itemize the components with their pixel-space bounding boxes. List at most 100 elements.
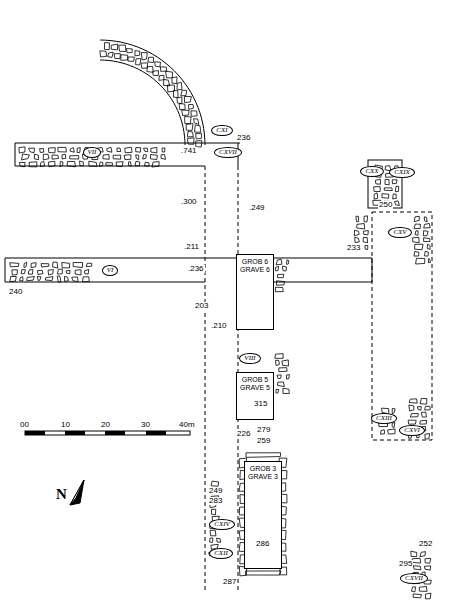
stone [128, 57, 134, 61]
stone [41, 264, 49, 267]
north-arrow [70, 480, 84, 505]
context-oval: VII [83, 147, 102, 158]
stone [100, 51, 107, 57]
stone [196, 134, 202, 139]
context-number: CXVI [404, 427, 420, 434]
stone [428, 258, 430, 262]
context-oval: CXIV [209, 519, 235, 530]
spot-height: 249 [208, 487, 223, 495]
stone [277, 375, 281, 379]
stone [419, 586, 427, 591]
stone [48, 161, 55, 167]
stone [70, 148, 74, 153]
stone [89, 161, 97, 166]
stone [136, 148, 141, 153]
scale-label: 20 [100, 421, 111, 429]
stone [173, 90, 178, 97]
stone [43, 154, 49, 160]
stone [80, 161, 84, 166]
stone [10, 276, 16, 281]
context-number: VII [88, 149, 97, 156]
stone [357, 224, 365, 230]
stone [278, 274, 284, 278]
stone [114, 54, 120, 59]
grave-box: GROB 5GRAVE 5 [236, 372, 274, 420]
trench-edge [15, 143, 16, 166]
stone [282, 360, 289, 366]
stone [410, 414, 418, 417]
stone [392, 180, 397, 184]
stone [425, 558, 431, 563]
stone [57, 276, 61, 282]
stone [106, 163, 113, 166]
stone [420, 420, 427, 424]
stone [381, 430, 385, 435]
stone [424, 217, 427, 222]
apse-edge [100, 60, 185, 145]
stone [37, 277, 41, 281]
stone [394, 201, 399, 206]
spot-height: 233 [346, 244, 361, 252]
context-number: CXII [214, 550, 228, 557]
scale-block [105, 431, 125, 435]
stone [99, 162, 103, 167]
scale-label: 30 [140, 421, 151, 429]
stone [172, 77, 177, 84]
stone [107, 147, 112, 152]
grave-label: GROB 3 [247, 465, 279, 473]
stone [246, 453, 281, 458]
stone [160, 67, 166, 72]
stone [37, 270, 42, 274]
stone [58, 147, 66, 152]
stone [57, 269, 62, 274]
stone [365, 245, 368, 249]
stone [185, 116, 191, 123]
spot-height: .741 [180, 147, 198, 155]
stone [113, 155, 121, 159]
stone [408, 420, 416, 424]
stone [136, 155, 139, 160]
stone [275, 354, 283, 359]
stone [363, 231, 368, 235]
stone [211, 481, 219, 486]
stone [181, 90, 187, 96]
stone [424, 223, 431, 228]
spot-height: 252 [418, 540, 433, 548]
trench-edge [5, 258, 6, 282]
stone [12, 270, 17, 275]
stone [194, 119, 199, 125]
spot-height: .210 [210, 322, 228, 330]
stone [82, 277, 89, 282]
stone [186, 124, 193, 131]
grave-label: GROB 5 [239, 376, 271, 384]
context-oval: CXI [211, 125, 232, 136]
stone [364, 216, 368, 222]
spot-height: 226 [236, 430, 251, 438]
stone [27, 277, 35, 281]
scale-bar [25, 431, 190, 435]
stone [187, 131, 193, 136]
stone [116, 162, 123, 167]
stone [424, 238, 430, 242]
stone [162, 148, 165, 152]
stone [85, 269, 89, 274]
stone [29, 148, 35, 153]
stone [22, 154, 30, 160]
stone [136, 59, 141, 65]
context-number: CXVII [405, 575, 423, 582]
stone [409, 399, 417, 403]
stone [29, 162, 37, 167]
stone [77, 148, 80, 153]
spot-height: 283 [208, 497, 223, 505]
stone [159, 75, 164, 80]
stone [60, 161, 63, 166]
stone [414, 224, 420, 229]
stone [108, 52, 114, 57]
context-oval: CXIX [389, 167, 415, 178]
scale-frame [25, 431, 190, 435]
stone [28, 270, 33, 275]
context-number: VI [107, 267, 114, 274]
stone [66, 270, 70, 273]
